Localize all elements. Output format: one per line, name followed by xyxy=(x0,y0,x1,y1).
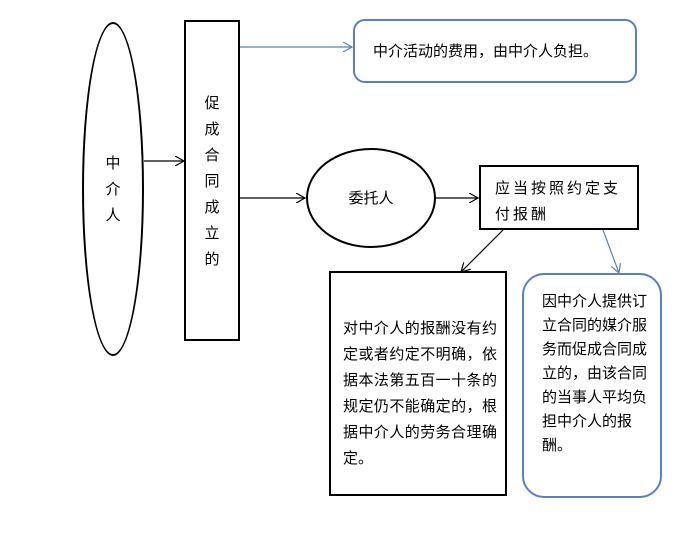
arrow-pay-to-share xyxy=(602,229,619,273)
node-unclear-remuneration: 对中介人的报酬没有约定或者约定不明确，依据本法第五百一十条的规定仍不能确定的，根… xyxy=(329,271,507,496)
arrow-pay-to-unclear xyxy=(461,229,504,272)
node-agent: 中介人 xyxy=(82,22,144,356)
node-promote-contract-label: 促成合同成立的 xyxy=(204,93,220,268)
node-activity-fee-label: 中介活动的费用，由中介人负担。 xyxy=(373,42,599,60)
node-pay-remuneration-label: 应当按照约定支付报酬 xyxy=(495,179,622,223)
node-client-label: 委托人 xyxy=(348,189,394,207)
node-client: 委托人 xyxy=(306,148,436,248)
node-activity-fee: 中介活动的费用，由中介人负担。 xyxy=(353,19,637,83)
node-unclear-remuneration-label: 对中介人的报酬没有约定或者约定不明确，依据本法第五百一十条的规定仍不能确定的，根… xyxy=(343,319,497,467)
node-shared-remuneration: 因中介人提供订立合同的媒介服务而促成合同成立的，由该合同的当事人平均负担中介人的… xyxy=(522,273,662,498)
node-pay-remuneration: 应当按照约定支付报酬 xyxy=(479,165,639,230)
node-promote-contract: 促成合同成立的 xyxy=(184,20,240,341)
node-shared-remuneration-label: 因中介人提供订立合同的媒介服务而促成合同成立的，由该合同的当事人平均负担中介人的… xyxy=(542,292,648,454)
node-agent-label: 中介人 xyxy=(105,154,121,224)
